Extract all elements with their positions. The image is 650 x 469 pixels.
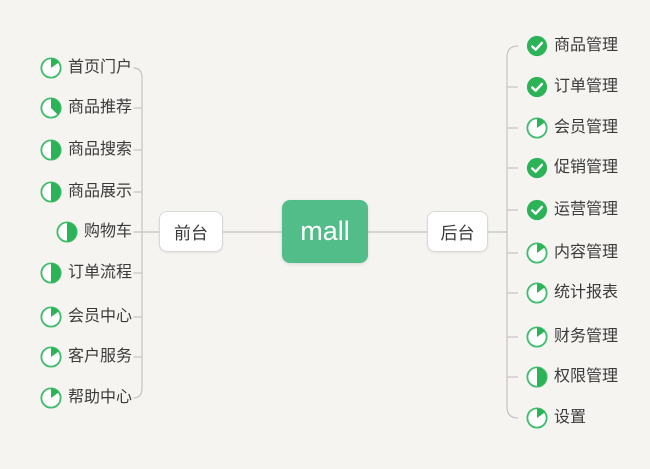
branch-item[interactable]: 首页门户	[40, 56, 132, 80]
item-label: 设置	[554, 409, 587, 426]
item-label: 商品展示	[67, 183, 132, 200]
branch-item[interactable]: 订单管理	[526, 75, 618, 99]
branch-item[interactable]: 运营管理	[526, 198, 618, 222]
item-label: 首页门户	[67, 59, 132, 76]
branch-item[interactable]: 帮助中心	[40, 386, 132, 410]
branch-item[interactable]: 会员中心	[40, 305, 132, 329]
item-label: 会员中心	[67, 308, 132, 325]
progress-pie-icon	[526, 407, 548, 429]
branch-item[interactable]: 订单流程	[40, 261, 132, 285]
progress-pie-icon	[40, 181, 62, 203]
item-label: 订单管理	[554, 78, 619, 95]
branch-item[interactable]: 会员管理	[526, 116, 618, 140]
branch-item[interactable]: 设置	[526, 406, 586, 430]
item-label: 财务管理	[554, 328, 619, 345]
progress-pie-icon	[40, 306, 62, 328]
item-label: 内容管理	[554, 244, 619, 261]
root-node-label: mall	[300, 216, 350, 246]
item-label: 商品推荐	[67, 99, 132, 116]
progress-pie-icon	[40, 387, 62, 409]
check-done-icon	[526, 76, 548, 98]
branch-item[interactable]: 商品搜索	[40, 138, 132, 162]
item-label: 运营管理	[554, 201, 619, 218]
branch-item[interactable]: 促销管理	[526, 156, 618, 180]
branch-item[interactable]: 商品推荐	[40, 96, 132, 120]
item-label: 帮助中心	[67, 389, 132, 406]
progress-pie-icon	[40, 57, 62, 79]
check-done-icon	[526, 199, 548, 221]
branch-item[interactable]: 商品展示	[40, 180, 132, 204]
progress-pie-icon	[40, 346, 62, 368]
item-label: 客户服务	[67, 348, 132, 365]
branch-item[interactable]: 权限管理	[526, 365, 618, 389]
branch-node-frontend[interactable]: 前台	[159, 211, 223, 252]
root-node[interactable]: mall	[282, 200, 368, 263]
progress-pie-icon	[56, 221, 78, 243]
branch-item[interactable]: 财务管理	[526, 325, 618, 349]
branch-node-frontend-label: 前台	[174, 224, 208, 243]
progress-pie-icon	[526, 366, 548, 388]
branch-item[interactable]: 统计报表	[526, 281, 618, 305]
progress-pie-icon	[40, 139, 62, 161]
progress-pie-icon	[526, 117, 548, 139]
item-label: 会员管理	[554, 119, 619, 136]
branch-item[interactable]: 商品管理	[526, 34, 618, 58]
item-label: 商品搜索	[67, 141, 132, 158]
item-label: 统计报表	[554, 284, 619, 301]
item-label: 商品管理	[554, 37, 619, 54]
progress-pie-icon	[40, 97, 62, 119]
branch-item[interactable]: 内容管理	[526, 241, 618, 265]
item-label: 订单流程	[67, 264, 132, 281]
item-label: 购物车	[83, 223, 132, 240]
branch-node-backend-label: 后台	[440, 224, 475, 243]
item-label: 权限管理	[554, 368, 619, 385]
progress-pie-icon	[40, 262, 62, 284]
branch-item[interactable]: 购物车	[56, 220, 132, 244]
check-done-icon	[526, 35, 548, 57]
check-done-icon	[526, 157, 548, 179]
branch-item[interactable]: 客户服务	[40, 345, 132, 369]
progress-pie-icon	[526, 282, 548, 304]
item-label: 促销管理	[554, 159, 619, 176]
branch-node-backend[interactable]: 后台	[427, 211, 488, 252]
progress-pie-icon	[526, 242, 548, 264]
progress-pie-icon	[526, 326, 548, 348]
